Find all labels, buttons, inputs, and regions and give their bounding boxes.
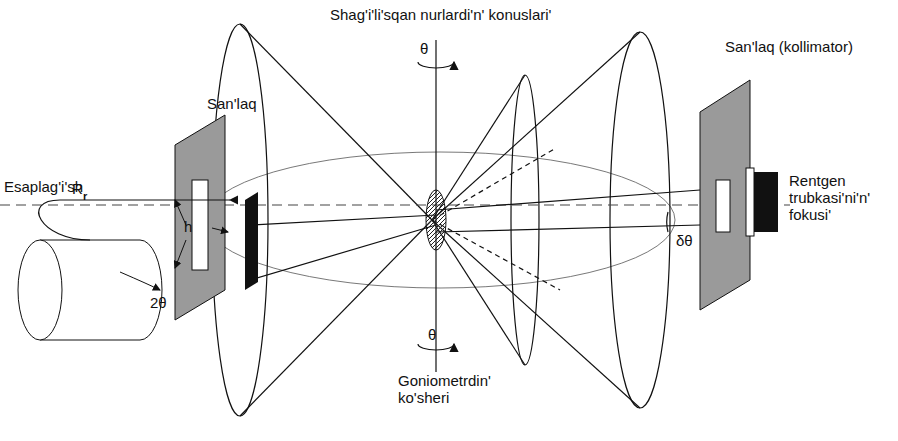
label: r: [83, 188, 87, 205]
label: San'laq: [207, 95, 257, 112]
label: θ: [420, 40, 428, 57]
label: θ: [428, 326, 436, 343]
label: San'laq (kollimator): [725, 38, 853, 55]
label: Esaplag'i'sh: [4, 178, 83, 195]
label: h: [184, 218, 192, 235]
label: Shag'i'li'sqan nurlardi'n' konuslari': [330, 6, 551, 23]
label: 2θ: [150, 294, 167, 311]
label: δθ: [676, 232, 693, 249]
label: Rentgen trubkasi'ni'n' fokusi': [789, 172, 894, 223]
label: Goniometrdin' ko'sheri: [398, 372, 508, 406]
